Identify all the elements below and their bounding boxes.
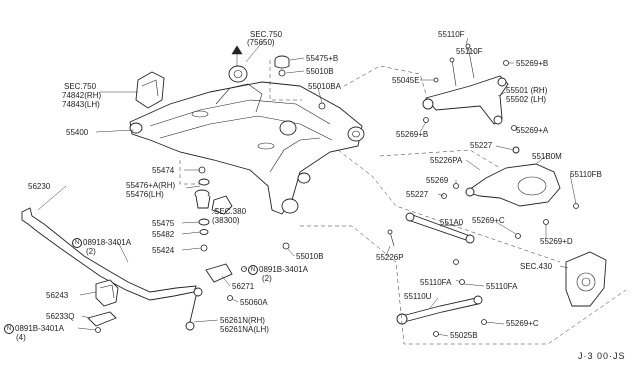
label-part-55025b: 55025B xyxy=(450,331,478,340)
label-part-55227-a: 55227 xyxy=(470,141,493,150)
label-part-55400: 55400 xyxy=(66,128,89,137)
label-part-74843: 74843(LH) xyxy=(62,100,100,109)
label-part-55424: 55424 xyxy=(152,246,175,255)
label-part-55476a: 55476+A(RH) xyxy=(126,181,176,190)
connecting-rod xyxy=(185,287,203,331)
label-part-55474: 55474 xyxy=(152,166,175,175)
label-part-56243: 56243 xyxy=(46,291,69,300)
label-part-55482: 55482 xyxy=(152,230,175,239)
label-part-56261na: 56261NA(LH) xyxy=(220,325,269,334)
label-part-56261n: 56261N(RH) xyxy=(220,316,265,325)
label-part-55110fa-a: 55110FA xyxy=(420,278,452,287)
stabilizer-bushing xyxy=(95,279,119,307)
bolt-55010b-lower-icon xyxy=(282,242,290,250)
label-part-74842: 74842(RH) xyxy=(62,91,102,100)
diff-mount-sec380 xyxy=(211,195,233,215)
mount-washer-stack xyxy=(194,166,211,252)
label-sec750-top: SEC.750 xyxy=(250,30,283,39)
label-part-55227-b: 55227 xyxy=(406,190,429,199)
label-sec430: SEC.430 xyxy=(520,262,553,271)
label-part-55010b-top: 55010B xyxy=(306,67,334,76)
label-part-55476: 55476(LH) xyxy=(126,190,164,199)
diagram-code: J·3 00·JS xyxy=(578,351,626,361)
stabilizer-clamp xyxy=(87,311,117,333)
leader-lines xyxy=(37,37,577,337)
n-circle-icon: N xyxy=(4,324,14,334)
label-part-55010b-lower: 55010B xyxy=(296,252,324,261)
label-part-55475: 55475 xyxy=(152,219,175,228)
label-part-55226pa: 55226PA xyxy=(430,156,463,165)
label-part-55110f-b: 55110F xyxy=(456,47,483,56)
label-part-56233q: 56233Q xyxy=(46,312,75,321)
label-sec750-left: SEC.750 xyxy=(64,82,97,91)
bolt-55010ba-icon xyxy=(318,102,326,110)
label-part-55269c-b: 55269+C xyxy=(506,319,539,328)
n-circle-icon: N xyxy=(248,265,258,275)
label-part-55010ba: 55010BA xyxy=(308,82,341,91)
label-part-55269c-a: 55269+C xyxy=(472,216,505,225)
label-part-55269b-b: 55269+B xyxy=(396,130,429,139)
label-part-55110f-a: 55110F xyxy=(438,30,465,39)
label-part-551a0: 551A0 xyxy=(440,218,464,227)
label-part-56230: 56230 xyxy=(28,182,51,191)
bracket-74842 xyxy=(135,71,165,109)
label-part-55045e: 55045E xyxy=(392,76,420,85)
label-sec380-sub: (38300) xyxy=(212,216,240,225)
label-part-55110u: 55110U xyxy=(404,292,432,301)
upper-link-55501 xyxy=(422,75,509,125)
label-part-551b0m: 551B0M xyxy=(532,152,562,161)
label-part-0891b-b-qty: (4) xyxy=(16,333,26,342)
label-part-55501: 55501 (RH) xyxy=(506,86,548,95)
lower-arm-551b0m xyxy=(464,146,579,225)
label-part-55110fb: 55110FB xyxy=(570,170,602,179)
label-sec750-top-sub: (75650) xyxy=(247,38,275,47)
sec750-arrow-icon xyxy=(231,45,243,66)
upper-mount-bushing xyxy=(274,55,290,77)
label-part-55226p: 55226P xyxy=(376,253,404,262)
label-part-08918-a-qty: (2) xyxy=(86,247,96,256)
label-part-56271: 56271 xyxy=(232,282,255,291)
label-part-55269-mid: 55269 xyxy=(426,176,449,185)
label-part-55269b-a: 55269+B xyxy=(516,59,549,68)
lower-link-55110u xyxy=(396,259,487,337)
label-part-55110fa-b: 55110FA xyxy=(486,282,518,291)
label-part-0891b-a-qty: (2) xyxy=(262,274,272,283)
link-551a0 xyxy=(387,183,521,247)
label-part-55475b: 55475+B xyxy=(306,54,339,63)
rear-subframe xyxy=(129,65,365,215)
label-part-55269d: 55269+D xyxy=(540,237,573,246)
label-part-55269a: 55269+A xyxy=(516,126,549,135)
rear-knuckle xyxy=(565,251,607,307)
label-sec380: SEC.380 xyxy=(214,207,247,216)
label-part-55060a: 55060A xyxy=(240,298,268,307)
n-circle-icon: N xyxy=(72,238,82,248)
label-part-55502: 55502 (LH) xyxy=(506,95,547,104)
